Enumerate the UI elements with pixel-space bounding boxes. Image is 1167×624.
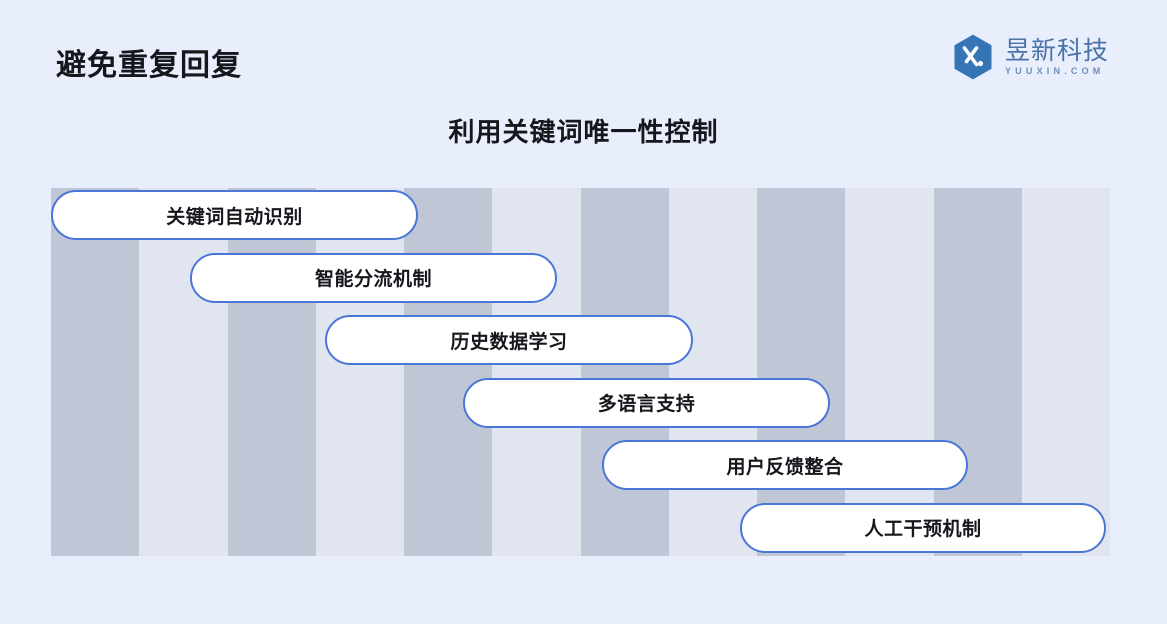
chart-stripe [668, 188, 757, 556]
chart-bars-layer: 关键词自动识别智能分流机制历史数据学习多语言支持用户反馈整合人工干预机制 [51, 188, 1110, 556]
chart-bar[interactable]: 用户反馈整合 [602, 440, 968, 490]
logo-name-cn: 昱新科技 [1004, 36, 1109, 65]
chart-stripe [1021, 188, 1110, 556]
chart-background-stripes [51, 188, 1110, 556]
chart-stripe [933, 188, 1022, 556]
chart-stripe [139, 188, 228, 556]
chart-bar[interactable]: 关键词自动识别 [51, 190, 418, 240]
logo-name-en: YUUXIN.COM [1004, 65, 1105, 76]
chart-bar[interactable]: 人工干预机制 [740, 502, 1106, 553]
chart-stripe [51, 188, 140, 556]
page-title: 避免重复回复 [56, 49, 242, 82]
chart-stripe [845, 188, 934, 556]
chart-bar-label: 用户反馈整合 [726, 456, 844, 478]
chart-stripe [227, 188, 316, 556]
chart-bar-label: 智能分流机制 [314, 269, 432, 290]
chart-stripe [315, 188, 404, 556]
slide-header: 避免重复回复 昱新科技 YUUXIN.COM [0, 0, 1167, 110]
chart-title: 利用关键词唯一性控制 [448, 117, 719, 147]
hexagon-x-logo-icon [951, 33, 995, 81]
chart-bar[interactable]: 多语言支持 [463, 377, 830, 428]
chart-stripe [580, 188, 669, 556]
chart-bar-label: 人工干预机制 [864, 519, 982, 540]
chart-bar-label: 关键词自动识别 [166, 206, 303, 228]
chart-stripe [757, 188, 846, 556]
chart-stripe [492, 188, 581, 556]
logo-text: 昱新科技 YUUXIN.COM [1004, 36, 1109, 76]
brand-logo: 昱新科技 YUUXIN.COM [951, 33, 1109, 81]
chart-stripe [404, 188, 493, 556]
chart-bar[interactable]: 智能分流机制 [190, 252, 557, 303]
chart-bar-label: 历史数据学习 [450, 331, 568, 353]
chart-bar-label: 多语言支持 [597, 394, 696, 415]
chart-bar[interactable]: 历史数据学习 [325, 315, 693, 365]
chart-plot-area: 关键词自动识别智能分流机制历史数据学习多语言支持用户反馈整合人工干预机制 [51, 188, 1110, 556]
